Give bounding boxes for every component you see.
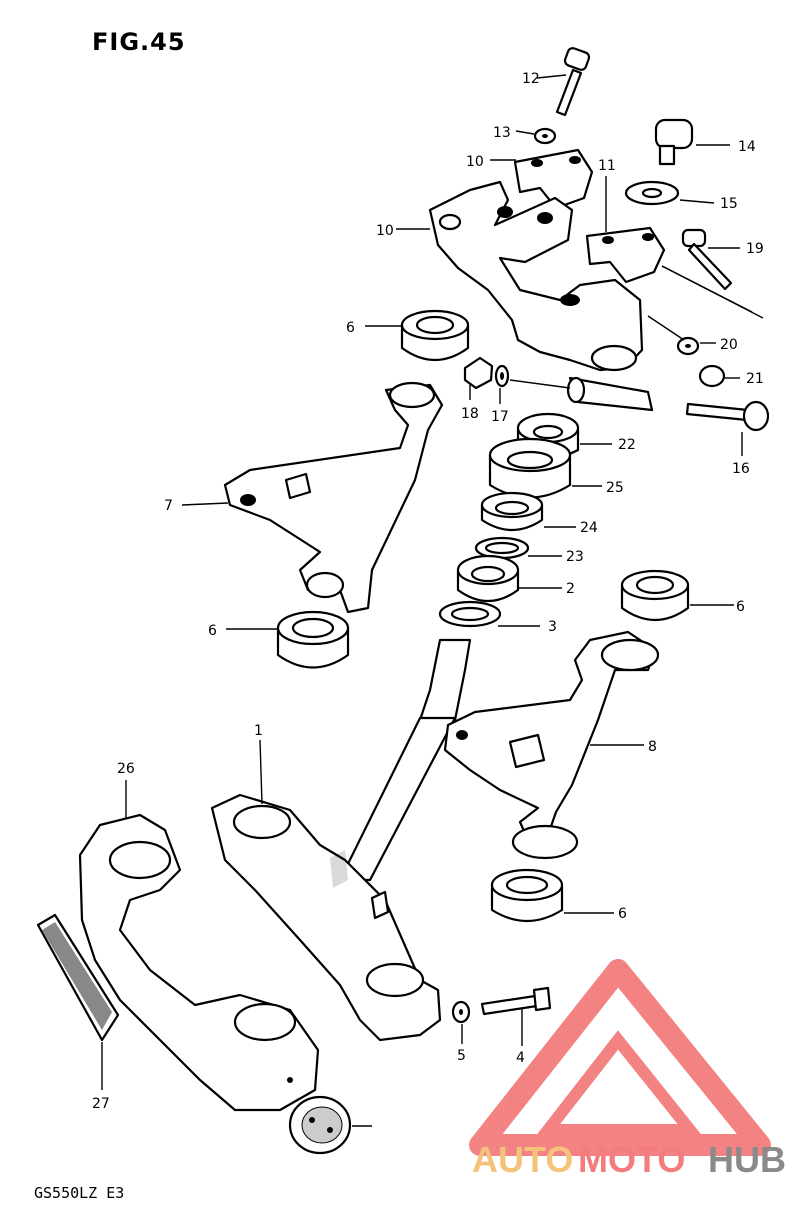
callout-12: 13 bbox=[493, 125, 511, 141]
clamp-10-left bbox=[513, 148, 594, 210]
meter-bracket-7 bbox=[223, 381, 444, 614]
bolt-13 bbox=[654, 118, 694, 166]
figure-title: FIG.45 bbox=[92, 28, 186, 56]
callout-8: 8 bbox=[648, 739, 657, 755]
callout-17: 18 bbox=[461, 406, 479, 422]
nut-20 bbox=[698, 364, 726, 388]
callout-10-left: 10 bbox=[466, 154, 484, 170]
race-23 bbox=[480, 491, 544, 531]
callout-5: 5 bbox=[457, 1048, 466, 1064]
watermark-part1: AUTO bbox=[472, 1139, 573, 1180]
callout-numbers: 12 13 10 11 14 15 10 19 6 20 21 18 17 22… bbox=[92, 71, 764, 1112]
bolt-15 bbox=[685, 400, 770, 432]
leader-lines bbox=[101, 74, 764, 1127]
callout-20: 21 bbox=[746, 371, 764, 387]
callout-1: 1 bbox=[254, 723, 263, 739]
steering-stem-1 bbox=[210, 638, 472, 1042]
callout-19: 20 bbox=[720, 337, 738, 353]
bearing-24 bbox=[488, 437, 572, 499]
nut-17 bbox=[463, 356, 494, 390]
callout-10-right: 11 bbox=[598, 158, 616, 174]
watermark-logo-icon bbox=[469, 959, 771, 1156]
callout-25: 26 bbox=[117, 761, 135, 777]
washer-16 bbox=[494, 364, 510, 388]
callout-6-bottom: 6 bbox=[618, 906, 627, 922]
callout-15: 16 bbox=[732, 461, 750, 477]
grommet-6-bottom bbox=[490, 868, 564, 922]
race-22 bbox=[474, 536, 530, 560]
pinch-bolt-boss bbox=[566, 376, 654, 412]
callout-6-left: 6 bbox=[208, 623, 217, 639]
callout-7: 7 bbox=[164, 498, 173, 514]
handlebar-holder-9 bbox=[428, 180, 644, 372]
bolt-11 bbox=[555, 47, 591, 117]
callout-14: 15 bbox=[720, 196, 738, 212]
callout-3: 3 bbox=[548, 619, 557, 635]
callout-4: 4 bbox=[516, 1050, 525, 1066]
callout-13: 14 bbox=[738, 139, 756, 155]
callout-23: 24 bbox=[580, 520, 598, 536]
grommet-6-left bbox=[276, 610, 350, 669]
callout-22: 23 bbox=[566, 549, 584, 565]
clamp-10-right bbox=[585, 226, 666, 284]
callout-11: 12 bbox=[522, 71, 540, 87]
cap-27 bbox=[288, 1095, 352, 1155]
grommet-6-right bbox=[620, 569, 690, 621]
callout-21: 22 bbox=[618, 437, 636, 453]
watermark-part3: HUB bbox=[708, 1139, 786, 1180]
callout-6-right: 6 bbox=[736, 599, 745, 615]
emblem-26 bbox=[36, 913, 120, 1042]
callout-2: 2 bbox=[566, 581, 575, 597]
meter-bracket-8 bbox=[443, 630, 660, 860]
callout-18: 19 bbox=[746, 241, 764, 257]
callout-9: 10 bbox=[376, 223, 394, 239]
callout-24: 25 bbox=[606, 480, 624, 496]
watermark-wordmark: AUTO MOTO HUB bbox=[472, 1139, 786, 1180]
callout-6-top: 6 bbox=[346, 320, 355, 336]
nut-19 bbox=[676, 336, 700, 356]
grommet-6-top bbox=[400, 309, 470, 361]
callout-16: 17 bbox=[491, 409, 509, 425]
seal-3 bbox=[438, 600, 502, 628]
bearing-2 bbox=[456, 554, 520, 602]
bolt-18 bbox=[681, 228, 733, 291]
washer-14 bbox=[624, 180, 680, 206]
model-code: GS550LZ E3 bbox=[34, 1184, 125, 1202]
bolt-4 bbox=[480, 986, 552, 1016]
nut-12 bbox=[533, 127, 557, 145]
cover-25 bbox=[78, 813, 320, 1112]
callout-26: 27 bbox=[92, 1096, 110, 1112]
watermark-part2: MOTO bbox=[578, 1139, 685, 1180]
washer-5 bbox=[451, 1000, 471, 1024]
